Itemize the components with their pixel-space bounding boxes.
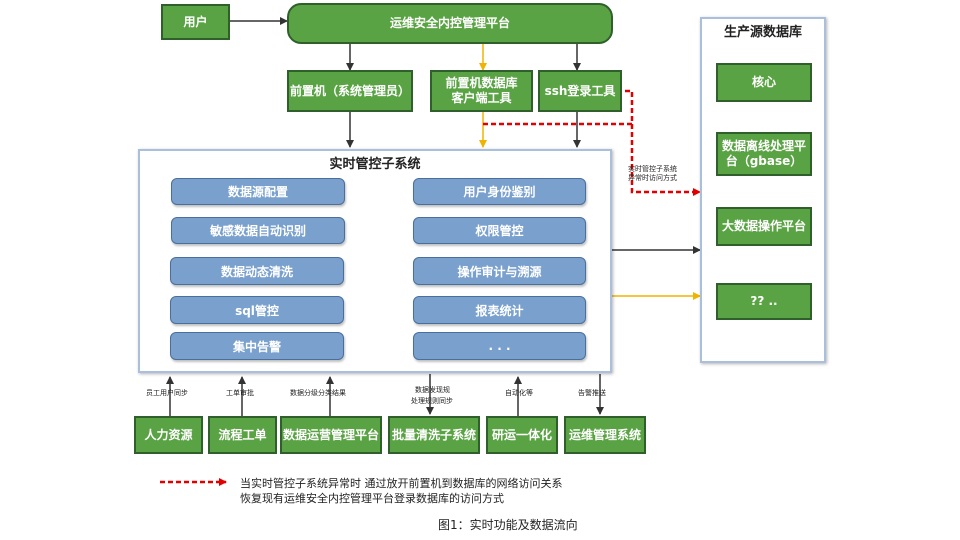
module-label: 数据源配置 bbox=[227, 185, 288, 199]
module-label: sql管控 bbox=[235, 303, 279, 318]
db-client-label-2: 客户端工具 bbox=[451, 91, 512, 105]
system-dataops-platform: 数据运营管理平台 bbox=[280, 416, 382, 454]
prod-item-label: 大数据操作平台 bbox=[721, 219, 806, 233]
prod-offline-platform-box: 数据离线处理平台（gbase） bbox=[716, 132, 812, 176]
module-central-alarm: 集中告警 bbox=[170, 332, 344, 360]
bypass-dashed-path-b bbox=[630, 124, 701, 196]
system-label: 数据运营管理平台 bbox=[282, 427, 379, 442]
bypass-note-line2: 异常时访问方式 bbox=[628, 174, 677, 182]
system-label: 流程工单 bbox=[218, 427, 267, 442]
user-box: 用户 bbox=[161, 4, 230, 40]
ssh-tool-box: ssh登录工具 bbox=[538, 70, 622, 112]
module-label: 报表统计 bbox=[475, 303, 524, 318]
bypass-dashed-path-a bbox=[483, 89, 634, 126]
prod-item-label: 数据离线处理平台（gbase） bbox=[721, 139, 806, 168]
module-label: 操作审计与溯源 bbox=[457, 264, 542, 279]
prod-item-label: ?? .. bbox=[750, 294, 778, 308]
module-label: 敏感数据自动识别 bbox=[209, 224, 306, 238]
system-batch-cleaning: 批量清洗子系统 bbox=[388, 416, 480, 454]
flow-label-hr: 员工用户同步 bbox=[146, 389, 188, 397]
module-identity-auth: 用户身份鉴别 bbox=[413, 178, 586, 205]
module-datasource-config: 数据源配置 bbox=[171, 178, 345, 205]
legend-text-line2: 恢复现有运维安全内控管理平台登录数据库的访问方式 bbox=[240, 492, 504, 505]
module-permission-control: 权限管控 bbox=[413, 217, 586, 244]
module-dynamic-data-cleaning: 数据动态清洗 bbox=[170, 257, 344, 285]
module-label: 用户身份鉴别 bbox=[463, 185, 536, 199]
system-workflow: 流程工单 bbox=[208, 416, 277, 454]
module-audit-trace: 操作审计与溯源 bbox=[413, 257, 586, 285]
flow-label-workflow: 工单审批 bbox=[226, 389, 254, 397]
module-more: . . . bbox=[413, 332, 586, 360]
system-ops-management: 运维管理系统 bbox=[564, 416, 646, 454]
realtime-subsystem-title: 实时管控子系统 bbox=[329, 157, 421, 172]
flow-label-devops: 自动化等 bbox=[505, 389, 533, 397]
ssh-tool-label: ssh登录工具 bbox=[544, 83, 616, 98]
module-sql-control: sql管控 bbox=[170, 296, 344, 324]
system-devops: 研运一体化 bbox=[486, 416, 558, 454]
platform-box: 运维安全内控管理平台 bbox=[287, 3, 613, 44]
flow-label-opsmgmt: 告警推送 bbox=[578, 389, 606, 397]
flow-label-batch-1: 数据发现规 bbox=[415, 386, 450, 394]
system-label: 批量清洗子系统 bbox=[391, 427, 476, 442]
frontend-machine-label: 前置机（系统管理员） bbox=[289, 83, 410, 98]
system-hr: 人力资源 bbox=[134, 416, 203, 454]
bypass-note-line1: 实时管控子系统 bbox=[628, 165, 677, 173]
module-sensitive-data-recognition: 敏感数据自动识别 bbox=[171, 217, 345, 244]
system-label: 运维管理系统 bbox=[568, 427, 641, 442]
prod-other-box: ?? .. bbox=[716, 283, 812, 320]
system-label: 人力资源 bbox=[144, 427, 193, 442]
prod-item-label: 核心 bbox=[751, 75, 776, 89]
module-label: 数据动态清洗 bbox=[220, 264, 293, 279]
flow-label-dataops: 数据分级分类结果 bbox=[290, 389, 346, 397]
legend-text-line1: 当实时管控子系统异常时 通过放开前置机到数据库的网络访问关系 bbox=[240, 477, 563, 490]
module-label: 集中告警 bbox=[232, 339, 281, 354]
platform-label: 运维安全内控管理平台 bbox=[389, 16, 510, 30]
prod-core-box: 核心 bbox=[716, 63, 812, 102]
module-label: 权限管控 bbox=[475, 224, 524, 238]
module-label: . . . bbox=[488, 339, 511, 353]
production-db-title: 生产源数据库 bbox=[723, 25, 802, 40]
prod-bigdata-platform-box: 大数据操作平台 bbox=[716, 207, 812, 246]
module-report-stats: 报表统计 bbox=[413, 296, 586, 324]
system-label: 研运一体化 bbox=[491, 427, 552, 442]
frontend-machine-box: 前置机（系统管理员） bbox=[287, 70, 413, 112]
flow-label-batch-2: 处理规则同步 bbox=[411, 397, 453, 405]
db-client-label-1: 前置机数据库 bbox=[445, 76, 518, 90]
user-label: 用户 bbox=[183, 14, 208, 29]
figure-caption: 图1：实时功能及数据流向 bbox=[438, 518, 578, 532]
db-client-box: 前置机数据库 客户端工具 bbox=[430, 70, 533, 112]
